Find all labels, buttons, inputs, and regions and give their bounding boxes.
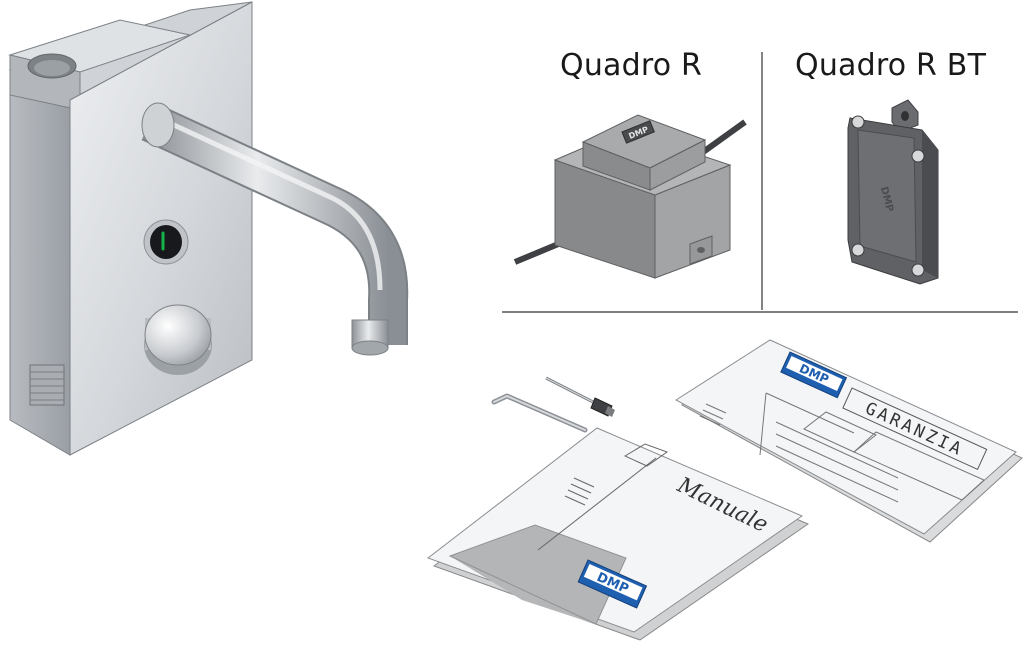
spout bbox=[141, 102, 409, 356]
warranty-document: DMP GARANZIA bbox=[675, 339, 1023, 543]
threaded-connector bbox=[29, 364, 65, 406]
manual-document: Manuale DMP bbox=[426, 427, 810, 641]
hex-key-tool bbox=[491, 393, 588, 433]
quadro-r-bt-label: Quadro R BT bbox=[795, 48, 987, 83]
quadro-r-box: DMP bbox=[513, 114, 747, 279]
control-knob bbox=[144, 304, 212, 375]
electronic-faucet-illustration bbox=[8, 1, 409, 456]
quadro-r-bt-box: DMP bbox=[847, 99, 939, 285]
sensor-window bbox=[143, 219, 189, 265]
screwdriver-tool bbox=[545, 376, 615, 417]
quadro-r-label: Quadro R bbox=[560, 48, 703, 83]
